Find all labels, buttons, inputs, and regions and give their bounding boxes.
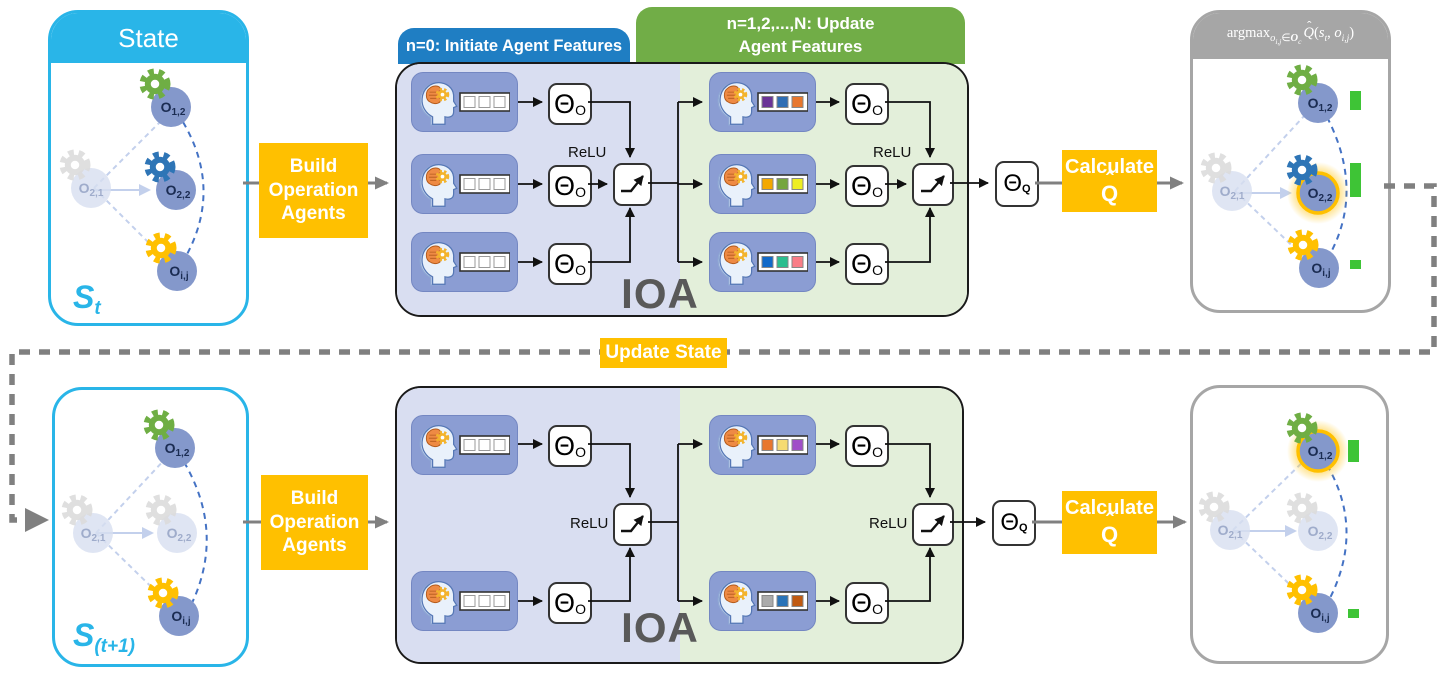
feature-vector [756, 591, 808, 611]
node-label-oij: Oi,j [1310, 605, 1329, 624]
state-graph-t: O1,2 O2,1 O2,2 Oi,j St [51, 63, 205, 319]
q-bar-oij [1350, 260, 1361, 269]
node-label-o22: O2,2 [167, 525, 192, 544]
state-t-label: St [73, 279, 101, 319]
edge-o21-o12 [93, 115, 167, 189]
feature-vector [458, 174, 510, 194]
state-t1-label: S(t+1) [73, 617, 135, 657]
feature-vector [458, 252, 510, 272]
node-label-o22: O2,2 [166, 182, 191, 201]
node-label-o22: O2,2 [1308, 523, 1333, 542]
node-label-o12: O1,2 [1308, 95, 1333, 114]
result-graph-b: O1,2 O2,1 O2,2 Oi,j [1193, 388, 1359, 633]
relu-label: ReLU [570, 515, 609, 532]
feature-vector [458, 92, 510, 112]
agent-card [411, 72, 518, 132]
ioa-label-b: IOA [621, 604, 699, 651]
update-state-box: Update State [600, 338, 727, 368]
agent-card [709, 232, 816, 292]
edge-arc-o12-oij [182, 121, 205, 259]
feature-vector [756, 174, 808, 194]
feature-vector [756, 92, 808, 112]
relu-curve-icon [621, 175, 644, 193]
node-label-o12: O1,2 [1308, 443, 1333, 462]
q-bar-o12 [1350, 91, 1361, 110]
node-label-oij: Oi,j [171, 608, 190, 627]
agent-card [709, 415, 816, 475]
relu-curve-icon [921, 175, 945, 193]
agent-card [709, 154, 816, 214]
node-label-o12: O1,2 [165, 440, 190, 459]
node-label-o21: O2,1 [81, 525, 106, 544]
node-label-o22: O2,2 [1308, 185, 1333, 204]
relu-box [613, 503, 652, 546]
flow-arrows-top [518, 97, 989, 267]
feature-vector [458, 435, 510, 455]
ioa-label-t: IOA [621, 270, 699, 317]
header-update-features: n=1,2,...,N: Update Agent Features [636, 7, 965, 64]
state-graph-t1: O1,2 O2,1 O2,2 Oi,j S(t+1) [55, 390, 208, 657]
q-bar-o12 [1348, 440, 1359, 462]
agent-card [411, 571, 518, 631]
edge-arc-o12-oij [1326, 464, 1348, 601]
feature-vector [756, 252, 808, 272]
edge-o21-oij [1234, 190, 1306, 259]
relu-box [613, 163, 652, 206]
relu-label: ReLU [873, 144, 912, 161]
state-title: State [118, 22, 179, 53]
feature-vector [458, 591, 510, 611]
relu-curve-icon [621, 515, 644, 533]
feature-vector [756, 435, 808, 455]
node-label-o12: O1,2 [161, 99, 186, 118]
state-box-header: State [51, 13, 246, 63]
relu-label: ReLU [869, 515, 908, 532]
node-label-oij: Oi,j [1311, 260, 1330, 279]
agent-card [709, 571, 816, 631]
q-bar-o22 [1350, 163, 1361, 197]
build-agents-box-b: Build Operation Agents [261, 475, 368, 570]
relu-box [912, 503, 954, 546]
agent-card [411, 232, 518, 292]
build-agents-box-t: Build Operation Agents [259, 143, 368, 238]
q-bar-oij [1348, 609, 1359, 618]
node-label-o21: O2,1 [1220, 183, 1245, 202]
agent-card [411, 154, 518, 214]
node-label-o21: O2,1 [1218, 522, 1243, 541]
flow-arrows-bottom [518, 439, 986, 606]
state-box-t: State O1,2 O2,1 O2,2 Oi,j St [48, 10, 249, 326]
relu-label: ReLU [568, 144, 607, 161]
relu-curve-icon [921, 515, 945, 533]
result-graph-t: O1,2 O2,1 O2,2 Oi,j [1193, 59, 1361, 288]
node-label-o21: O2,1 [79, 180, 104, 199]
relu-box [912, 163, 954, 206]
node-label-oij: Oi,j [169, 263, 188, 282]
agent-card [709, 72, 816, 132]
agent-card [411, 415, 518, 475]
argmax-box-b: O1,2 O2,1 O2,2 Oi,j [1190, 385, 1389, 664]
state-box-t1: O1,2 O2,1 O2,2 Oi,j S(t+1) [52, 387, 249, 667]
header-initiate-features: n=0: Initiate Agent Features [398, 28, 630, 64]
